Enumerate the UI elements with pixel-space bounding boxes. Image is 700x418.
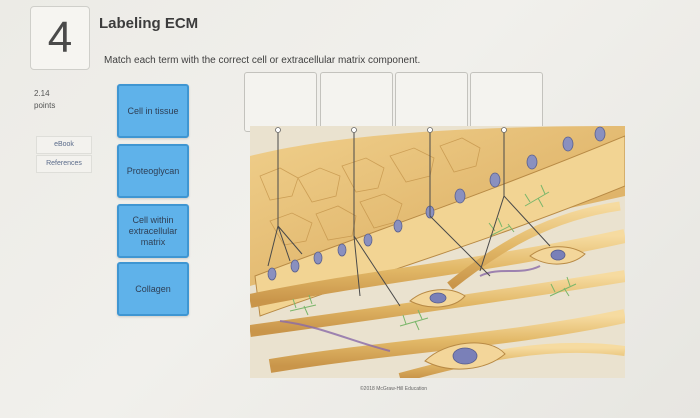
ebook-link[interactable]: eBook (36, 136, 92, 154)
points-value: 2.14 (34, 89, 50, 98)
drop-target-2[interactable] (320, 72, 393, 132)
term-cell-in-tissue[interactable]: Cell in tissue (117, 84, 189, 138)
term-collagen[interactable]: Collagen (117, 262, 189, 316)
term-proteoglycan[interactable]: Proteoglycan (117, 144, 189, 198)
instructions: Match each term with the correct cell or… (104, 55, 421, 66)
references-link[interactable]: References (36, 155, 92, 173)
question-number: 4 (30, 6, 90, 70)
copyright: ©2018 McGraw-Hill Education (360, 386, 428, 392)
term-cell-within-ecm[interactable]: Cell within extracellular matrix (117, 204, 189, 258)
leader-lines (267, 130, 551, 307)
points-label: points (34, 101, 56, 110)
ecm-illustration (250, 126, 625, 378)
drop-target-4[interactable] (470, 72, 543, 132)
question-title: Labeling ECM (99, 15, 199, 32)
points-info: 2.14 points (34, 88, 55, 112)
drop-target-3[interactable] (395, 72, 468, 132)
drop-target-1[interactable] (244, 72, 317, 132)
cell-nuclei (267, 126, 606, 281)
proteoglycans (289, 184, 577, 331)
